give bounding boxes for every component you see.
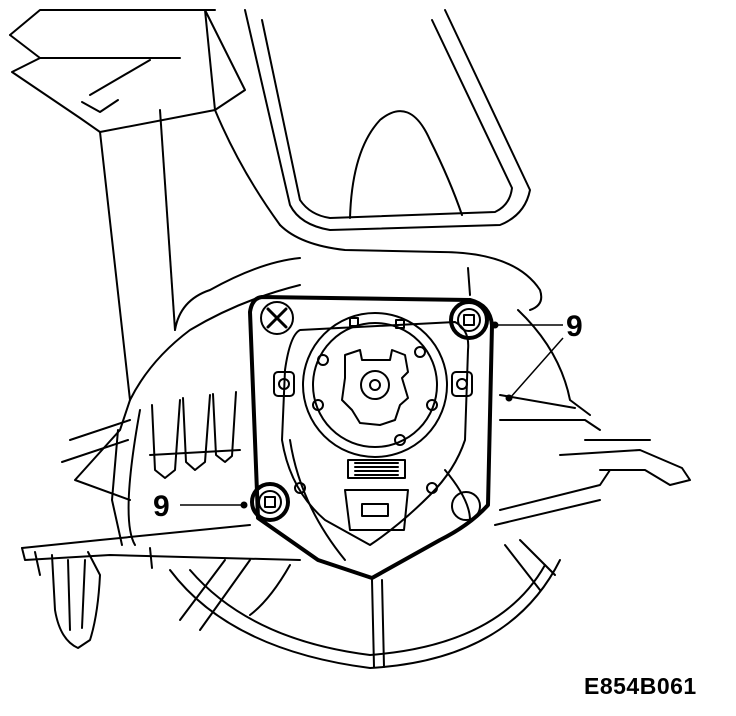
fixing-screw-lower-left <box>250 482 290 522</box>
callout-label-lower: 9 <box>153 490 170 523</box>
blower-housing <box>61 109 601 546</box>
motor-gear <box>302 312 448 458</box>
housing-vanes <box>149 391 241 479</box>
callout-label-upper: 9 <box>566 310 583 343</box>
side-bosses <box>273 371 473 397</box>
fixing-screw-upper-right <box>449 300 489 340</box>
actuator-recess <box>281 321 471 561</box>
actuator-plate <box>248 295 494 580</box>
base-rail <box>21 439 691 576</box>
leader-dots <box>240 321 513 509</box>
electrical-connector <box>294 459 481 531</box>
callout-leaders <box>180 324 564 506</box>
plain-screw <box>260 301 294 335</box>
mounting-foot <box>51 551 101 649</box>
air-outlet <box>204 9 543 311</box>
figure-code: E854B061 <box>584 673 697 699</box>
fan-wheel <box>169 539 561 669</box>
upper-duct <box>9 9 246 133</box>
